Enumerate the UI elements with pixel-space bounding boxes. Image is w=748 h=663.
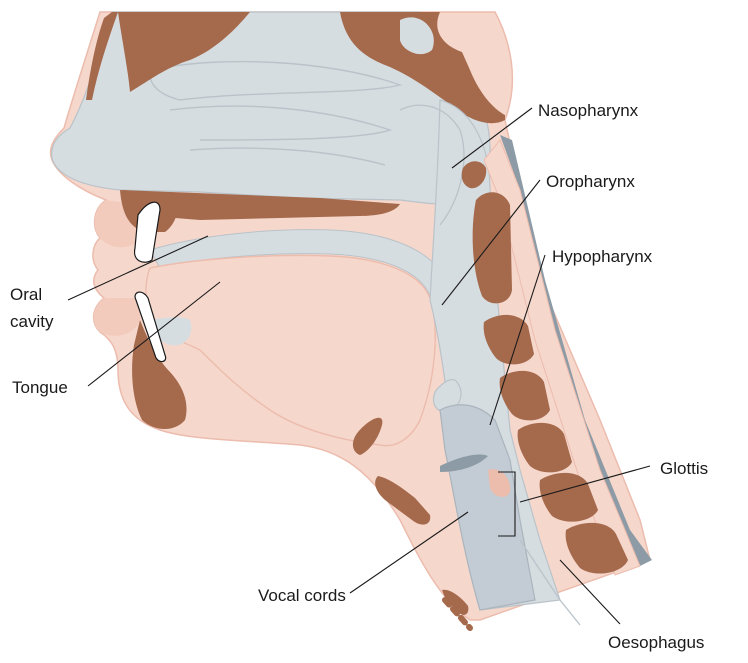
label-tongue: Tongue bbox=[12, 377, 68, 398]
label-nasopharynx: Nasopharynx bbox=[538, 100, 638, 121]
label-glottis: Glottis bbox=[660, 458, 708, 479]
label-oesophagus: Oesophagus bbox=[608, 632, 704, 653]
label-oral-cavity-line2: cavity bbox=[10, 311, 53, 332]
label-oral-cavity-line1: Oral bbox=[10, 284, 42, 305]
label-hypopharynx: Hypopharynx bbox=[552, 246, 652, 267]
label-vocal-cords: Vocal cords bbox=[258, 585, 346, 606]
label-oropharynx: Oropharynx bbox=[546, 171, 635, 192]
